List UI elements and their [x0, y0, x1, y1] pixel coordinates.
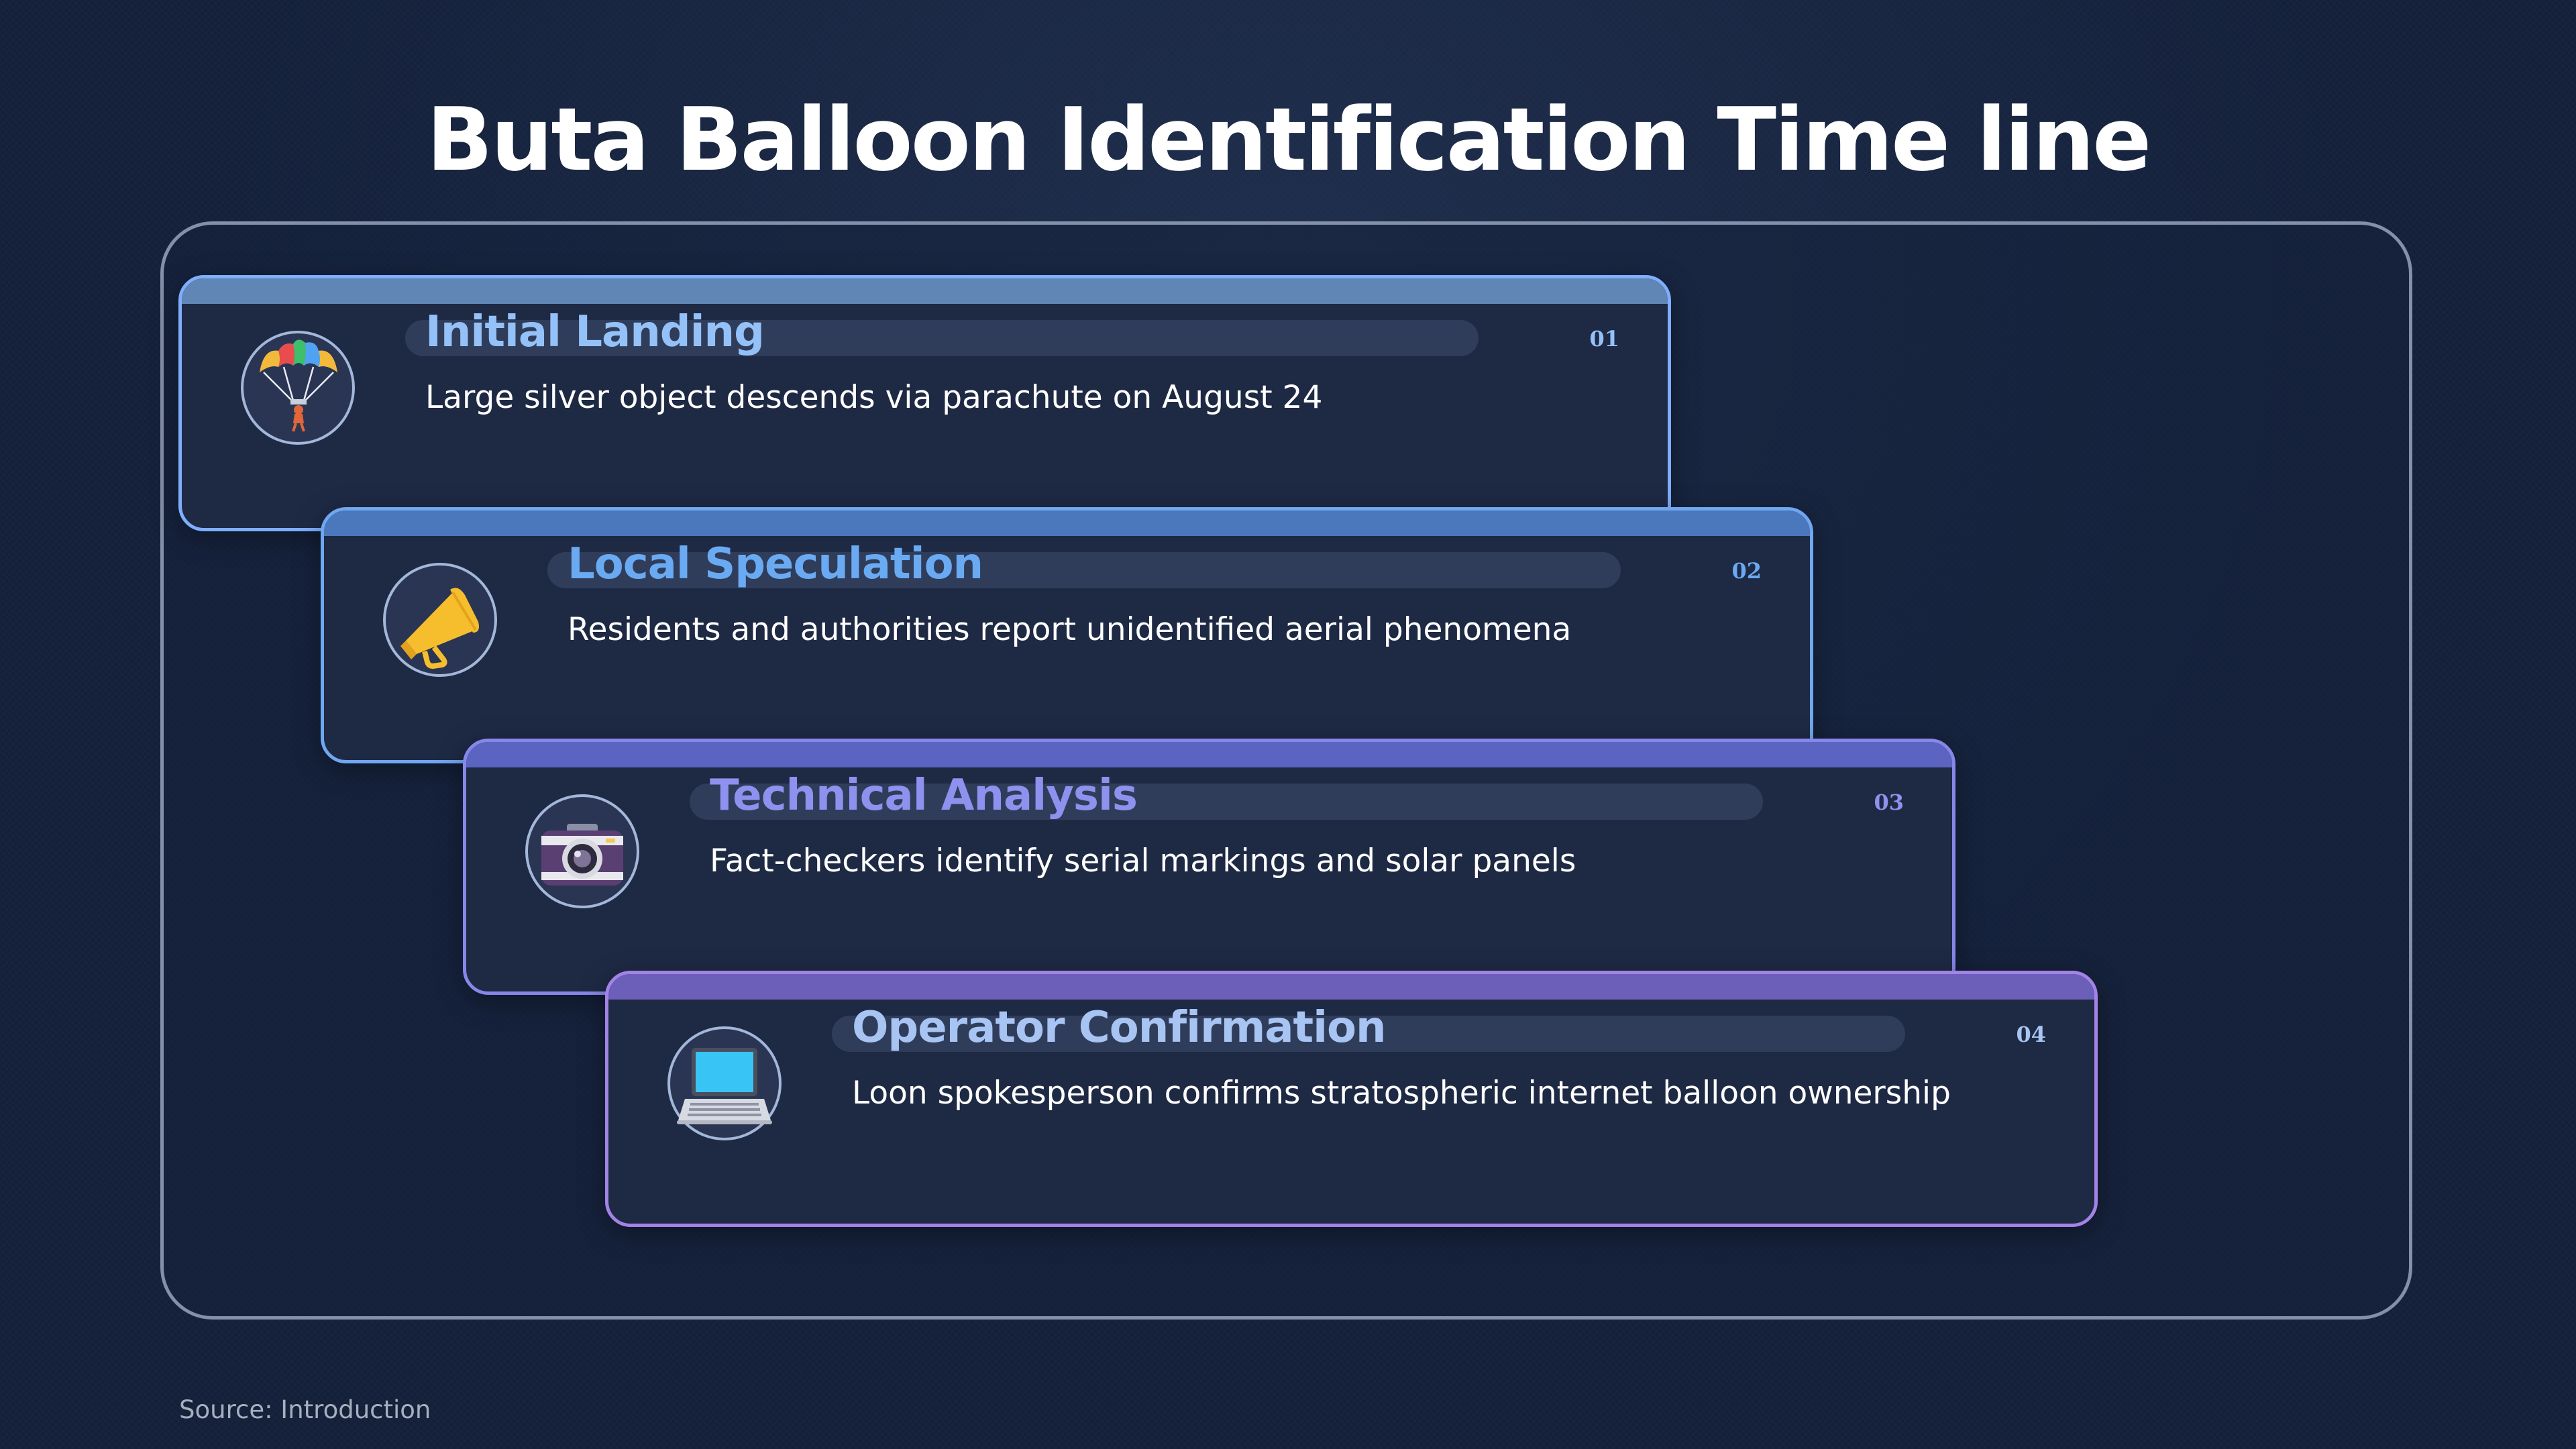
- card-title: Local Speculation: [568, 539, 983, 589]
- card-number: 01: [1589, 326, 1619, 352]
- card-description: Fact-checkers identify serial markings a…: [710, 843, 1576, 879]
- megaphone-icon: [383, 563, 497, 677]
- card-accent-bar: [466, 742, 1952, 767]
- page-title: Buta Balloon Identification Time line: [426, 89, 2152, 191]
- card-accent-bar: [182, 278, 1668, 304]
- source-note: Source: Introduction: [179, 1395, 431, 1424]
- card-description: Loon spokesperson confirms stratospheric…: [852, 1075, 1951, 1112]
- timeline-card-technical-analysis: Technical Analysis Fact-checkers identif…: [463, 739, 1955, 995]
- timeline-card-local-speculation: Local Speculation Residents and authorit…: [321, 507, 1813, 763]
- camera-icon: [525, 794, 639, 908]
- timeline-card-initial-landing: Initial Landing Large silver object desc…: [178, 275, 1671, 531]
- card-title: Technical Analysis: [710, 771, 1138, 820]
- laptop-icon: [667, 1026, 782, 1140]
- card-description: Large silver object descends via parachu…: [425, 379, 1323, 416]
- card-number: 04: [2016, 1022, 2046, 1047]
- timeline-card-operator-confirmation: Operator Confirmation Loon spokesperson …: [605, 971, 2098, 1227]
- card-accent-bar: [324, 511, 1810, 536]
- card-title: Operator Confirmation: [852, 1003, 1387, 1053]
- card-number: 02: [1731, 558, 1762, 584]
- card-number: 03: [1874, 790, 1904, 815]
- card-accent-bar: [608, 974, 2094, 1000]
- card-description: Residents and authorities report unident…: [568, 611, 1572, 648]
- title-track: [405, 320, 1479, 356]
- title-track: [832, 1016, 1905, 1052]
- title-track: [547, 552, 1621, 588]
- title-track: [690, 784, 1763, 820]
- card-title: Initial Landing: [425, 307, 765, 357]
- parachute-icon: [241, 331, 355, 445]
